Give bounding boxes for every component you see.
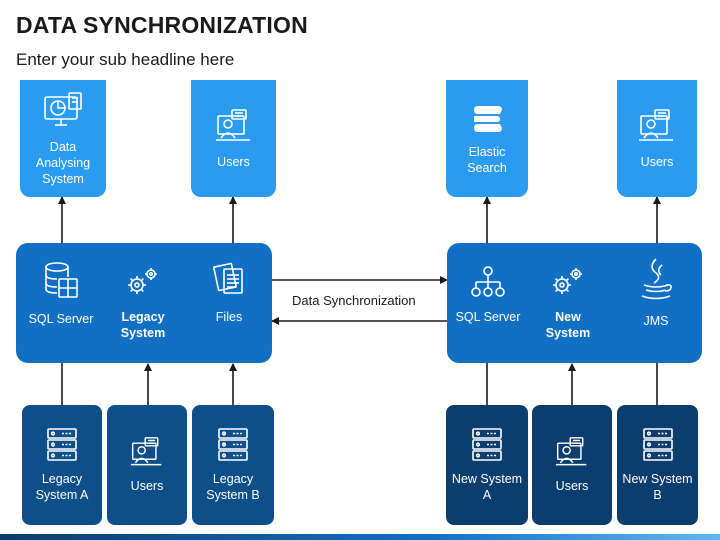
- left-bottom-legacy-a-box: Legacy System A: [22, 405, 102, 525]
- left-top-users-box: Users: [191, 80, 276, 197]
- left-hub-sql-label: SQL Server: [28, 312, 94, 326]
- right-bottom-new-a-box: New System A: [446, 405, 528, 525]
- right-bottom-users-label: Users: [555, 479, 589, 493]
- left-hub-legacy-label: Legacy System: [120, 310, 166, 340]
- users-icon: [214, 108, 254, 146]
- left-bottom-legacy-b-label: Legacy System B: [206, 472, 260, 502]
- users-icon: [129, 436, 165, 470]
- right-hub-new-system: New System: [523, 265, 613, 341]
- left-bottom-users-box: Users: [107, 405, 187, 525]
- right-bottom-new-b-box: New System B: [617, 405, 698, 525]
- left-top-analysis-label: Data Analysing System: [35, 139, 91, 186]
- server-icon: [45, 427, 79, 463]
- right-bottom-new-b-label: New System B: [622, 472, 693, 502]
- footer-accent-bar: [0, 534, 720, 540]
- left-hub-sql-server: SQL Server: [16, 261, 106, 327]
- right-hub-panel: SQL Server New System JMS: [447, 243, 702, 363]
- users-icon: [554, 436, 590, 470]
- left-bottom-legacy-a-label: Legacy System A: [35, 472, 89, 502]
- database-icon: [43, 261, 79, 301]
- right-top-users-box: Users: [617, 80, 697, 197]
- right-hub-new-label: New System: [545, 310, 591, 340]
- hierarchy-icon: [470, 265, 506, 299]
- left-bottom-legacy-b-box: Legacy System B: [192, 405, 274, 525]
- page-subtitle: Enter your sub headline here: [16, 50, 235, 69]
- files-icon: [212, 261, 246, 299]
- left-bottom-users-label: Users: [130, 479, 164, 493]
- server-icon: [641, 427, 675, 463]
- elastic-logo-icon: [470, 102, 504, 136]
- right-hub-sql-label: SQL Server: [455, 310, 521, 324]
- left-hub-panel: SQL Server Legacy System Files: [16, 243, 272, 363]
- java-icon: [636, 257, 676, 303]
- right-top-elastic-label: Elastic Search: [467, 144, 507, 175]
- right-hub-jms-label: JMS: [643, 314, 669, 328]
- right-top-elastic-box: Elastic Search: [446, 80, 528, 197]
- gears-icon: [550, 265, 586, 299]
- right-hub-sql-server: SQL Server: [443, 265, 533, 325]
- right-bottom-users-box: Users: [532, 405, 612, 525]
- left-hub-legacy-system: Legacy System: [98, 265, 188, 341]
- left-hub-files-label: Files: [215, 310, 243, 324]
- left-top-analysis-box: Data Analysing System: [20, 80, 106, 197]
- right-bottom-new-a-label: New System A: [451, 472, 523, 502]
- gears-icon: [125, 265, 161, 299]
- server-icon: [216, 427, 250, 463]
- left-hub-files: Files: [184, 261, 274, 325]
- right-top-users-label: Users: [640, 154, 674, 169]
- users-icon: [637, 108, 677, 146]
- page-title: DATA SYNCHRONIZATION: [16, 12, 308, 38]
- server-icon: [470, 427, 504, 463]
- right-hub-jms: JMS: [611, 257, 701, 329]
- data-analysis-icon: [41, 91, 85, 131]
- sync-label: Data Synchronization: [292, 293, 416, 308]
- left-top-users-label: Users: [217, 154, 250, 169]
